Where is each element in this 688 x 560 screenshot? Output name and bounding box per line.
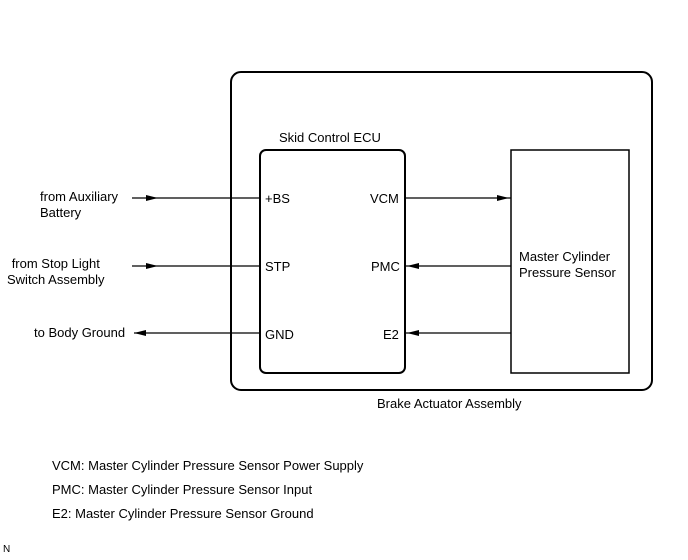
ecu-title: Skid Control ECU <box>279 130 381 145</box>
assembly-title: Brake Actuator Assembly <box>377 396 522 411</box>
terminal-vcm: VCM <box>370 191 399 206</box>
terminal-pmc: PMC <box>371 259 400 274</box>
sensor-title: Master Cylinder Pressure Sensor <box>519 249 616 280</box>
body-ground-label: to Body Ground <box>34 325 126 340</box>
terminal-gnd: GND <box>265 327 294 342</box>
brake-actuator-assembly-box <box>230 71 653 391</box>
terminal-stp: STP <box>265 259 291 274</box>
terminal-bs: +BS <box>265 191 290 206</box>
stop-light-switch-label: from Stop Light Switch Assembly <box>7 256 105 287</box>
corner-mark: N <box>3 544 11 555</box>
legend-e2: E2: Master Cylinder Pressure Sensor Grou… <box>52 506 314 521</box>
gnd-arrow <box>134 330 146 336</box>
legend-pmc: PMC: Master Cylinder Pressure Sensor Inp… <box>52 482 313 497</box>
auxiliary-battery-label: from Auxiliary Battery <box>40 189 119 220</box>
pmc-arrow <box>407 263 419 269</box>
bs-arrow <box>146 195 158 201</box>
skid-control-ecu-box <box>259 149 406 374</box>
pressure-sensor-box <box>510 149 630 374</box>
e2-arrow <box>407 330 419 336</box>
terminal-e2: E2 <box>383 327 399 342</box>
legend-vcm: VCM: Master Cylinder Pressure Sensor Pow… <box>52 458 364 473</box>
stp-arrow <box>146 263 158 269</box>
vcm-arrow <box>497 195 509 201</box>
